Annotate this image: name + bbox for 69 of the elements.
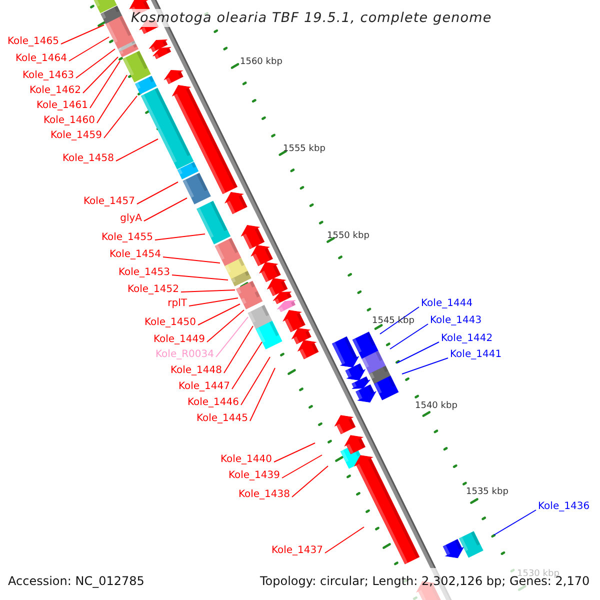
leader-line xyxy=(82,56,118,94)
gene-label: Kole_1460 xyxy=(43,114,95,128)
leader-line xyxy=(136,182,178,204)
scale-label: 1545 kbp xyxy=(372,315,414,328)
leader-line xyxy=(96,74,128,124)
gene-label: Kole_1453 xyxy=(118,266,170,280)
gene-label: Kole_1452 xyxy=(127,283,179,297)
leader-line xyxy=(116,138,158,162)
leader-line xyxy=(250,368,276,422)
leader-line xyxy=(396,342,440,364)
gene-label: Kole_1445 xyxy=(196,412,248,426)
leader-line xyxy=(216,316,248,358)
gene-label: Kole_1447 xyxy=(178,380,230,394)
gene-label: Kole_1450 xyxy=(144,316,196,330)
gene-label: Kole_R0034 xyxy=(155,348,214,362)
leader-line xyxy=(198,304,240,326)
gene-label: Kole_1436 xyxy=(538,500,590,514)
gene-label: Kole_1464 xyxy=(15,52,67,66)
gene-label: Kole_1462 xyxy=(29,84,81,98)
scale-label: 1540 kbp xyxy=(415,400,458,413)
leader-line xyxy=(292,466,328,498)
scale-label: 1560 kbp xyxy=(240,56,282,69)
leader-line xyxy=(274,442,316,462)
leader-line xyxy=(224,326,254,374)
gene-label: Kole_1448 xyxy=(170,364,222,378)
leader-line xyxy=(240,356,270,406)
leader-line xyxy=(60,24,104,44)
gene-label: Kole_1441 xyxy=(450,348,502,362)
gene-label: Kole_1465 xyxy=(7,35,59,49)
gene-label: Kole_1440 xyxy=(220,453,272,467)
leader-line xyxy=(90,60,120,108)
leader-line xyxy=(144,198,188,222)
gene-label: rplT xyxy=(168,297,187,311)
gene-label: Kole_1439 xyxy=(228,469,280,483)
scale-label: 1550 kbp xyxy=(327,230,370,243)
leader-line xyxy=(188,298,238,306)
gene-label: Kole_1443 xyxy=(430,314,482,328)
gene-label: Kole_1461 xyxy=(36,99,88,113)
accession-text: Accession: NC_012785 xyxy=(8,574,144,588)
leader-line xyxy=(76,48,116,78)
gene-label: Kole_1459 xyxy=(50,129,102,143)
gene-label: Kole_1446 xyxy=(187,396,239,410)
gene-label: Kole_1442 xyxy=(441,332,493,346)
leader-line xyxy=(172,274,228,280)
gene-label: Kole_1444 xyxy=(421,297,473,311)
gene-label: Kole_1458 xyxy=(62,152,114,166)
leader-line xyxy=(402,358,448,374)
gene-label: Kole_1449 xyxy=(153,333,205,347)
gene-label: glyA xyxy=(120,212,142,226)
leader-line xyxy=(324,526,364,554)
gene-label: Kole_1457 xyxy=(83,195,135,209)
leader-line xyxy=(154,234,206,240)
scale-label: 1555 kbp xyxy=(283,143,326,156)
leader-line xyxy=(282,454,322,478)
leader-line xyxy=(380,306,420,334)
gene-label: Kole_1463 xyxy=(22,69,74,83)
leader-line xyxy=(68,36,110,62)
leader-line xyxy=(180,290,236,292)
leader-line xyxy=(162,256,220,264)
gene-label: Kole_1438 xyxy=(238,488,290,502)
leader-line xyxy=(104,96,138,138)
gene-label: Kole_1455 xyxy=(101,231,153,245)
gene-label: Kole_1437 xyxy=(271,544,323,558)
leader-line xyxy=(494,510,536,536)
leader-line xyxy=(390,324,428,350)
gene-label: Kole_1454 xyxy=(109,248,161,262)
leader-line xyxy=(232,342,262,390)
leader-line xyxy=(206,310,244,342)
scale-label: 1535 kbp xyxy=(466,486,508,499)
